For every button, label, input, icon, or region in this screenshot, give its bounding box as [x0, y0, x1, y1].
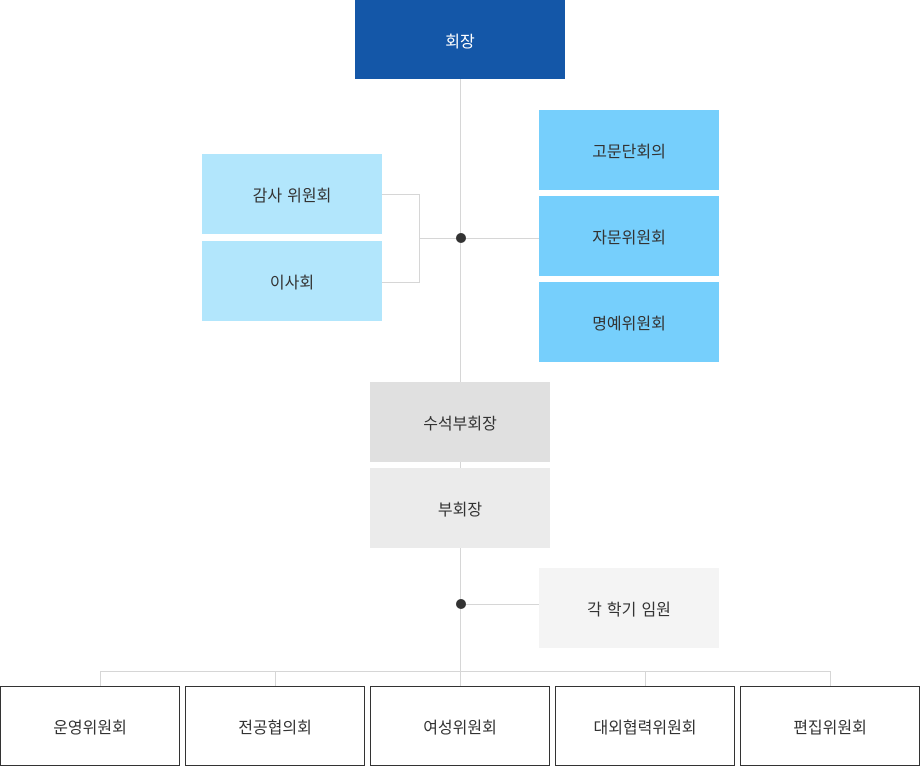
advisory-council-box: 고문단회의 [539, 110, 719, 190]
committee-drop-5 [830, 671, 831, 686]
consulting-committee-box: 자문위원회 [539, 196, 719, 276]
board-of-directors-box: 이사회 [202, 241, 382, 321]
committee-box-women: 여성위원회 [370, 686, 550, 766]
chairman-label: 회장 [445, 31, 475, 51]
committee-box-editorial: 편집위원회 [740, 686, 920, 766]
honorary-committee-label: 명예위원회 [592, 314, 666, 333]
committee-label: 전공협의회 [238, 718, 312, 737]
audit-committee-label: 감사 위원회 [252, 186, 332, 205]
committee-box-majors: 전공협의회 [185, 686, 365, 766]
committee-drop-4 [645, 671, 646, 686]
committee-box-operations: 운영위원회 [0, 686, 180, 766]
consulting-committee-label: 자문위원회 [592, 228, 666, 247]
honorary-committee-box: 명예위원회 [539, 282, 719, 362]
committee-drop-1 [100, 671, 101, 686]
senior-vice-president-box: 수석부회장 [370, 382, 550, 462]
advisory-council-label: 고문단회의 [592, 142, 666, 161]
board-of-directors-label: 이사회 [269, 273, 315, 292]
semester-executives-box: 각 학기 임원 [539, 568, 719, 648]
lower-vertical-line [460, 548, 461, 686]
committee-label: 편집위원회 [793, 718, 867, 737]
left-bracket-bottom [382, 282, 420, 283]
senior-vice-president-label: 수석부회장 [423, 414, 497, 433]
committee-label: 운영위원회 [53, 718, 127, 737]
vice-president-box: 부회장 [370, 468, 550, 548]
branch-node-dot [456, 233, 466, 243]
left-bracket-top [382, 194, 420, 195]
semester-executives-label: 각 학기 임원 [587, 600, 671, 619]
committee-label: 여성위원회 [423, 718, 497, 737]
executives-branch-line [461, 604, 539, 605]
right-branch-line [461, 238, 539, 239]
main-vertical-line [460, 79, 461, 382]
committee-label: 대외협력위원회 [593, 718, 697, 737]
committee-drop-2 [275, 671, 276, 686]
left-bracket-vertical [419, 194, 420, 283]
vice-president-label: 부회장 [437, 500, 483, 519]
vice-connector-line [460, 462, 461, 468]
committee-box-external: 대외협력위원회 [555, 686, 735, 766]
audit-committee-box: 감사 위원회 [202, 154, 382, 234]
committee-horizontal-line [100, 671, 831, 672]
executives-node-dot [456, 599, 466, 609]
chairman-box: 회장 [355, 0, 565, 79]
left-branch-line [420, 238, 460, 239]
